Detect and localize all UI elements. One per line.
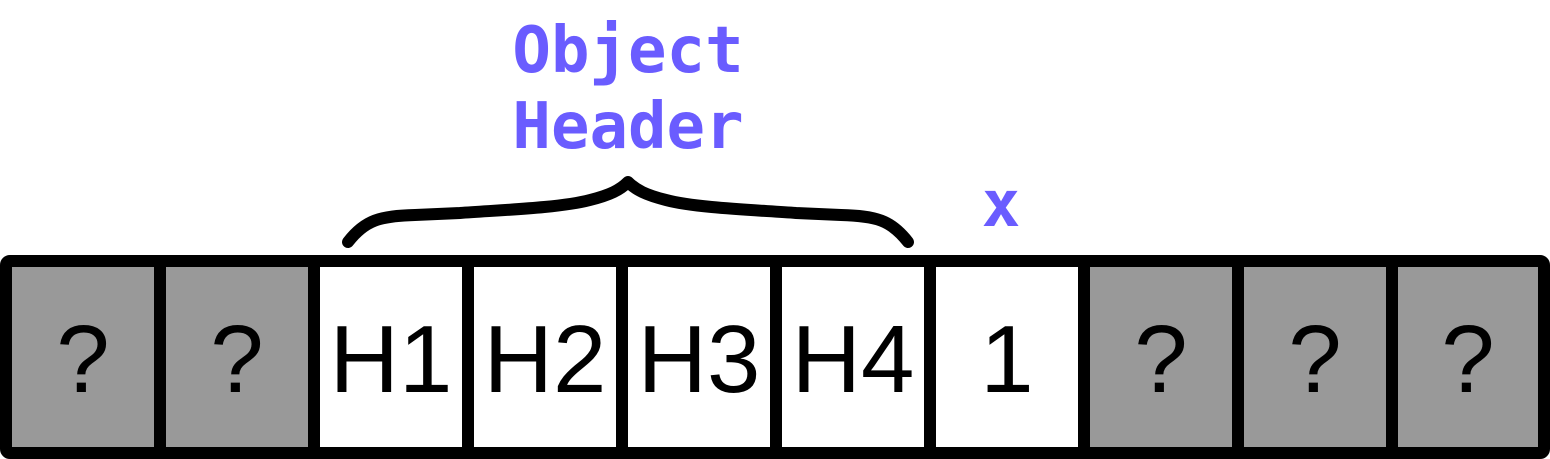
cell-known [930,261,1084,453]
cell-label: H1 [330,306,453,413]
cell-label: ? [210,306,263,413]
object-header-label-line2: Header [512,90,743,164]
cell-label: H3 [638,306,761,413]
cell-label: H4 [792,306,915,413]
cell-unknown [1238,261,1392,453]
brace [342,176,914,248]
pointer-label-x: x [982,168,1021,242]
cell-label: ? [1134,306,1187,413]
cell-label: 1 [980,306,1033,413]
cell-unknown [1392,261,1544,453]
cell-unknown [160,261,314,453]
cell-label: ? [1288,306,1341,413]
cell-known [776,261,930,453]
cell-known [468,261,622,453]
cell-unknown [6,261,160,453]
object-header-label-line1: Object [512,14,743,88]
cell-known [622,261,776,453]
cell-label: ? [1441,306,1494,413]
cell-unknown [1084,261,1238,453]
cell-label: ? [56,306,109,413]
cell-label: H2 [484,306,607,413]
cell-known [314,261,468,453]
